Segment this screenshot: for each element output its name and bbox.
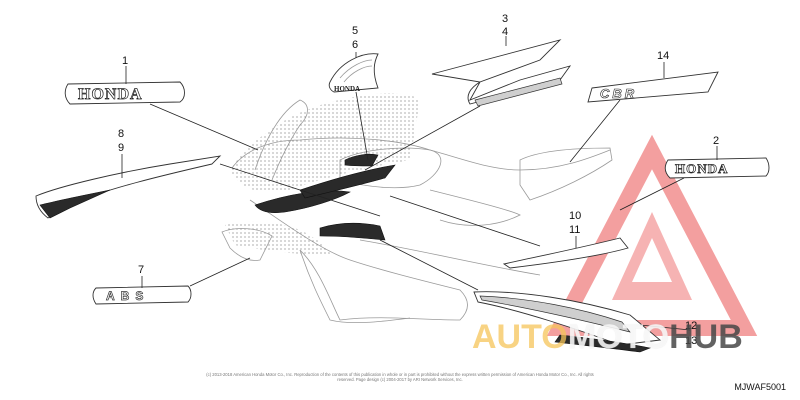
watermark-triangle <box>546 134 758 336</box>
watermark-logo: AUTOMOTOHUB <box>472 318 743 357</box>
callout-8: 8 <box>118 128 124 140</box>
part-12-13-cowl-stripe[interactable] <box>473 291 662 353</box>
part-2-honda-emblem[interactable]: HONDA <box>664 157 770 179</box>
tail-section <box>519 147 613 201</box>
model-badge-text: CBR <box>600 86 637 101</box>
honda-emblem-text-left: HONDA <box>78 86 143 103</box>
callout-13: 13 <box>685 335 697 347</box>
part-3-4-tank-stripe[interactable] <box>431 39 572 107</box>
callout-7: 7 <box>138 264 144 276</box>
watermark-hub: HUB <box>669 318 743 356</box>
part-5-6-wing-badge[interactable]: HONDA <box>328 53 379 93</box>
fairing-badge-lower <box>221 228 273 261</box>
honda-emblem-text-right: HONDA <box>675 161 728 176</box>
fairing-outline <box>225 93 613 324</box>
callout-11: 11 <box>569 224 580 236</box>
callout-12: 12 <box>685 320 697 332</box>
part-7-abs-badge[interactable]: ABS <box>92 285 192 305</box>
side-fairing <box>249 199 468 321</box>
callout-9: 9 <box>118 142 124 154</box>
callout-numbers: 1 2 3 4 5 6 7 8 9 10 11 12 13 14 <box>118 13 719 347</box>
callout-6: 6 <box>352 39 358 51</box>
wing-badge-text: HONDA <box>334 85 360 93</box>
callout-14: 14 <box>657 50 669 62</box>
copyright-notice: (c) 2013-2018 American Honda Motor Co., … <box>206 372 594 382</box>
lower-cowl <box>299 249 411 324</box>
watermark-auto: AUTO <box>472 318 568 356</box>
windscreen <box>254 99 308 181</box>
callout-10: 10 <box>569 210 581 222</box>
watermark-moto: MOTO <box>567 318 670 356</box>
callout-4: 4 <box>502 26 508 38</box>
tank-outline <box>339 147 442 189</box>
part-14-model-badge[interactable]: CBR <box>587 71 719 103</box>
part-8-9-side-stripe[interactable] <box>35 155 222 219</box>
mid-line <box>359 239 541 276</box>
callout-1: 1 <box>122 55 128 67</box>
callout-2: 2 <box>713 135 719 147</box>
leader-lines <box>121 36 718 331</box>
part-10-11-tail-stripe[interactable] <box>502 237 629 269</box>
callout-5: 5 <box>352 25 358 37</box>
part-1-honda-emblem[interactable]: HONDA <box>64 81 185 105</box>
diagram-code: MJWAF5001 <box>734 382 786 392</box>
lower-cowl-dots <box>225 221 330 255</box>
upper-cowl-dots <box>230 93 420 192</box>
bike-stripes <box>254 153 396 241</box>
tail-lower <box>429 189 521 226</box>
callout-3: 3 <box>502 13 508 25</box>
abs-badge-text: ABS <box>106 289 149 303</box>
